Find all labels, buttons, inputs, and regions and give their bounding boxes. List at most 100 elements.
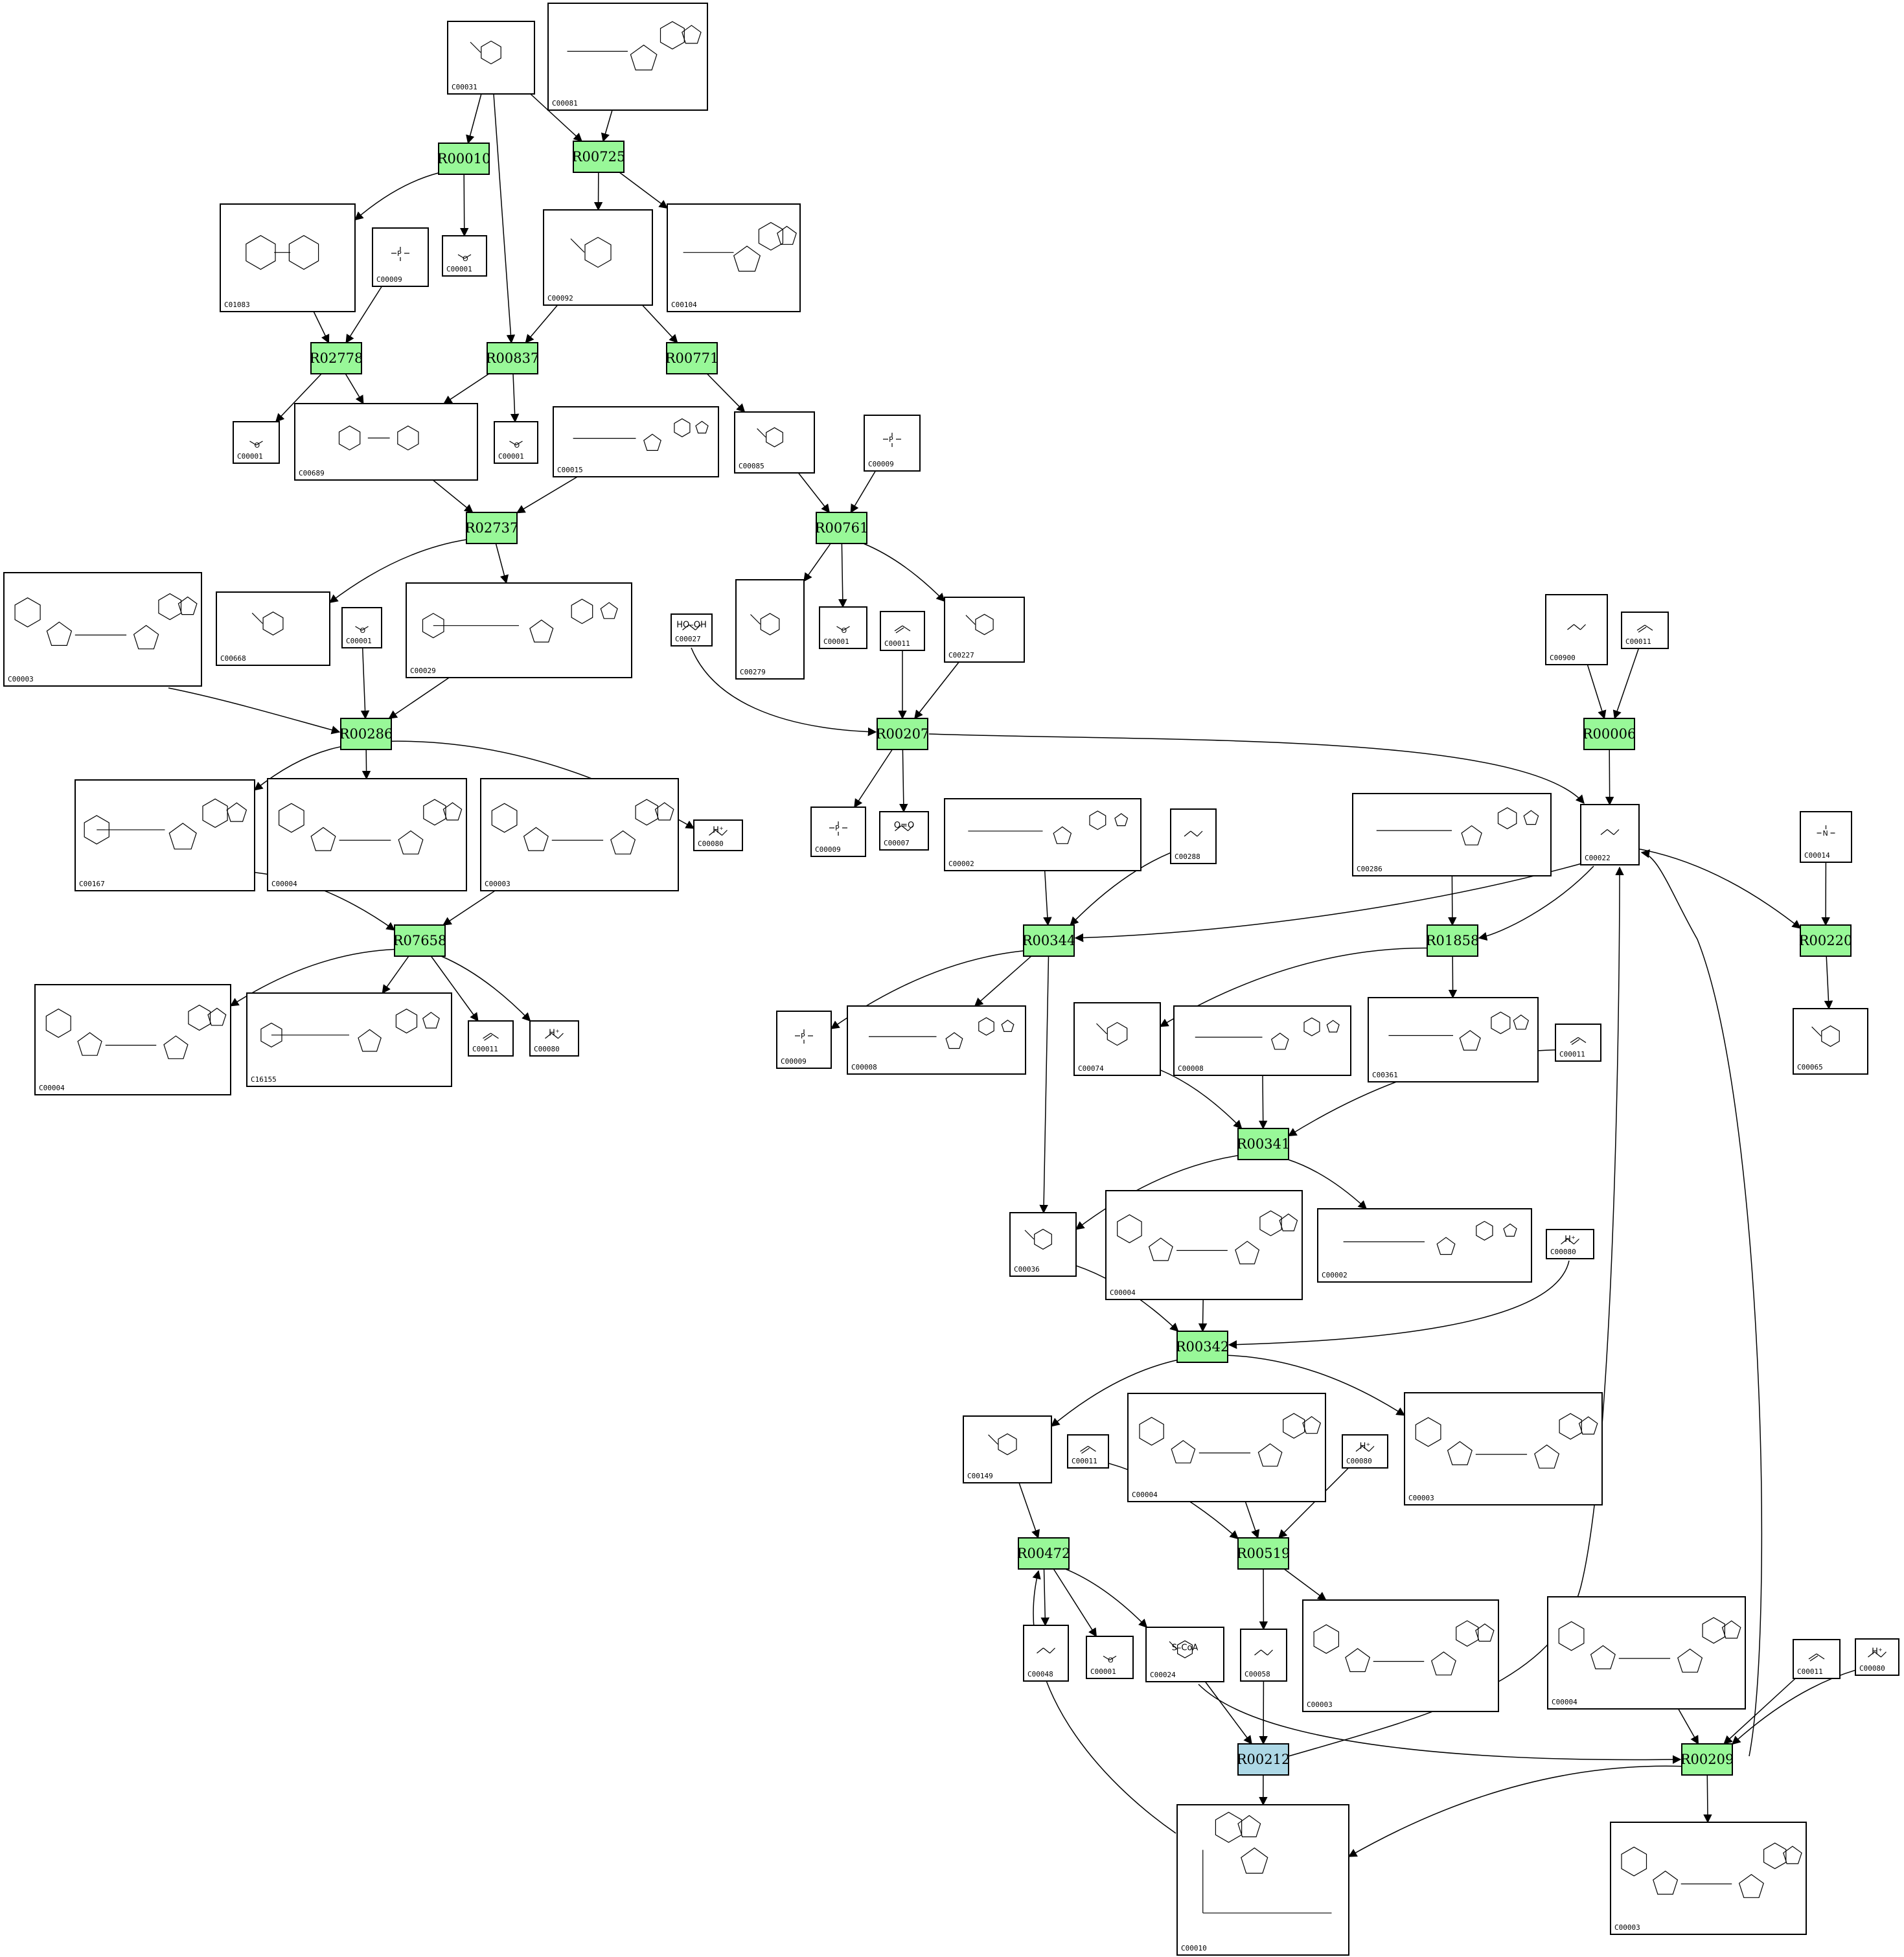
compound-node-c00361[interactable]: C00361 <box>1368 997 1539 1082</box>
compound-node-c00011[interactable]: C00011 <box>1555 1024 1601 1062</box>
reaction-box <box>310 342 362 374</box>
compound-node-c00011[interactable]: C00011 <box>880 611 925 651</box>
reaction-node-r00286[interactable]: R00286 <box>339 718 393 750</box>
compound-node-c00022[interactable]: C00022 <box>1580 804 1640 865</box>
compound-node-c00008[interactable]: C00008 <box>847 1005 1026 1075</box>
compound-node-c00065[interactable]: C00065 <box>1793 1008 1868 1075</box>
compound-node-c16155[interactable]: C16155 <box>246 992 452 1087</box>
reaction-node-r07658[interactable]: R07658 <box>393 924 447 957</box>
compound-node-c00015[interactable]: C00015 <box>553 406 719 477</box>
reaction-node-r00761[interactable]: R00761 <box>815 512 869 544</box>
compound-node-c00011[interactable]: C00011 <box>1621 612 1669 649</box>
compound-node-c00002[interactable]: C00002 <box>944 798 1141 871</box>
compound-node-c00003[interactable]: C00003 <box>1610 1822 1807 1935</box>
compound-node-c00900[interactable]: C00900 <box>1545 594 1608 665</box>
reaction-node-r00010[interactable]: R00010 <box>437 143 491 175</box>
compound-node-c00080[interactable]: H⁺C00080 <box>1546 1229 1594 1259</box>
compound-node-c00080[interactable]: H⁺C00080 <box>529 1020 579 1057</box>
compound-node-c00689[interactable]: C00689 <box>294 403 478 481</box>
reaction-node-r02778[interactable]: R02778 <box>310 342 363 374</box>
compound-node-c00003[interactable]: C00003 <box>3 572 202 687</box>
compound-node-c00029[interactable]: C00029 <box>406 582 632 678</box>
compound-node-c00008[interactable]: C00008 <box>1173 1005 1351 1076</box>
compound-node-c00004[interactable]: C00004 <box>267 778 467 891</box>
reaction-node-r00519[interactable]: R00519 <box>1237 1537 1290 1570</box>
compound-node-c00003[interactable]: C00003 <box>480 778 679 891</box>
compound-node-c00003[interactable]: C00003 <box>1302 1599 1499 1712</box>
compound-node-c00668[interactable]: C00668 <box>216 591 330 666</box>
compound-node-c00074[interactable]: C00074 <box>1073 1002 1161 1076</box>
reaction-node-r02737[interactable]: R02737 <box>465 512 519 544</box>
compound-node-c00104[interactable]: C00104 <box>667 203 801 312</box>
compound-node-c00080[interactable]: H⁺C00080 <box>693 819 743 851</box>
compound-node-c00011[interactable]: C00011 <box>468 1020 514 1057</box>
edge-c00081-to-r00725 <box>601 109 613 143</box>
reaction-node-r00344[interactable]: R00344 <box>1022 924 1076 957</box>
compound-node-c00080[interactable]: H⁺C00080 <box>1855 1638 1899 1676</box>
reaction-node-r00472[interactable]: R00472 <box>1017 1537 1071 1570</box>
compound-node-c00080[interactable]: H⁺C00080 <box>1342 1434 1388 1469</box>
reaction-node-r00341[interactable]: R00341 <box>1237 1128 1290 1160</box>
compound-node-c00002[interactable]: C00002 <box>1317 1208 1532 1283</box>
compound-node-c00048[interactable]: C00048 <box>1023 1625 1069 1682</box>
compound-label: C00080 <box>698 840 724 848</box>
compound-node-c00149[interactable]: C00149 <box>963 1415 1052 1483</box>
reaction-node-r00207[interactable]: R00207 <box>876 718 930 750</box>
reaction-node-r00725[interactable]: R00725 <box>572 141 626 173</box>
compound-box <box>1073 1002 1161 1076</box>
reaction-node-r00006[interactable]: R00006 <box>1583 718 1636 750</box>
compound-node-c00010[interactable]: C00010 <box>1176 1804 1349 1956</box>
compound-node-c00003[interactable]: C00003 <box>1404 1392 1603 1505</box>
compound-label: C00011 <box>1559 1050 1585 1059</box>
compound-label: C00104 <box>671 301 697 309</box>
compound-node-c00004[interactable]: C00004 <box>34 984 231 1095</box>
reaction-node-r00212[interactable]: R00212 <box>1237 1743 1290 1776</box>
reaction-node-r00342[interactable]: R00342 <box>1176 1331 1230 1363</box>
compound-node-c00011[interactable]: C00011 <box>1793 1639 1841 1679</box>
compound-node-c00279[interactable]: C00279 <box>735 579 805 680</box>
compound-node-c00092[interactable]: C00092 <box>543 209 653 306</box>
compound-label: C00009 <box>781 1057 807 1066</box>
compound-node-c00004[interactable]: C00004 <box>1127 1393 1326 1502</box>
compound-node-c00288[interactable]: C00288 <box>1170 808 1217 864</box>
nadh-icon <box>279 799 463 854</box>
reaction-node-r01858[interactable]: R01858 <box>1426 924 1480 957</box>
phosphate-icon: P <box>883 433 901 447</box>
compound-node-c00167[interactable]: C00167 <box>75 779 255 891</box>
compound-node-c00227[interactable]: C00227 <box>944 597 1025 663</box>
compound-node-c00081[interactable]: C00081 <box>547 3 708 111</box>
reaction-node-r00771[interactable]: R00771 <box>665 342 719 374</box>
compound-node-c00058[interactable]: C00058 <box>1240 1629 1287 1682</box>
compound-node-c00085[interactable]: C00085 <box>734 411 815 474</box>
compound-node-c00004[interactable]: C00004 <box>1105 1190 1303 1300</box>
compound-node-c00286[interactable]: C00286 <box>1352 793 1552 876</box>
reaction-node-r00837[interactable]: R00837 <box>486 342 540 374</box>
compound-box <box>1240 1629 1287 1682</box>
compound-box <box>494 421 538 464</box>
compound-node-c00031[interactable]: C00031 <box>447 21 535 95</box>
edge-r00209-to-c00010 <box>1348 1765 1682 1857</box>
compound-node-c00011[interactable]: C00011 <box>1067 1434 1109 1469</box>
compound-node-c01083[interactable]: C01083 <box>220 203 356 312</box>
compound-label: C00003 <box>1307 1700 1333 1709</box>
compound-formula: H⁺ <box>1872 1647 1883 1657</box>
compound-node-c00036[interactable]: C00036 <box>1009 1212 1077 1277</box>
reaction-node-r00220[interactable]: R00220 <box>1799 924 1853 957</box>
edge-c00085-to-r00761 <box>797 472 831 514</box>
compound-node-c00004[interactable]: C00004 <box>1547 1596 1746 1710</box>
reaction-node-r00209[interactable]: R00209 <box>1680 1743 1734 1776</box>
